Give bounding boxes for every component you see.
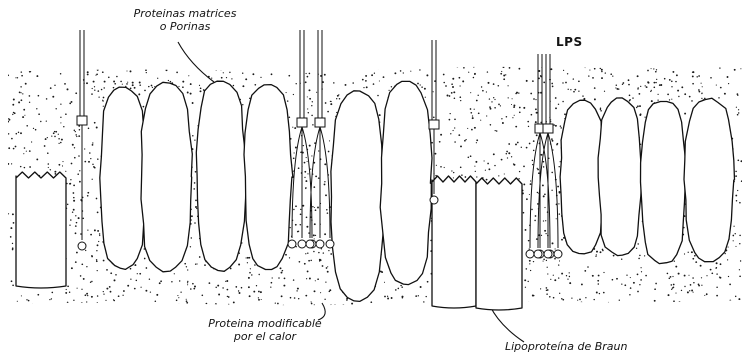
porin-barrel-1 <box>100 87 146 269</box>
porins-label-line1: Proteinas matrices <box>100 8 270 21</box>
lower-protein-3 <box>476 178 522 310</box>
lower-protein-1 <box>16 172 66 288</box>
porin-barrel-8 <box>598 98 642 256</box>
lps-chain-3 <box>306 30 334 248</box>
lps-label: LPS <box>556 36 583 50</box>
lps-chain-1 <box>77 30 87 250</box>
heat-modifiable-protein-label: Proteina modificable por el calor <box>165 318 365 343</box>
braun-leader-line <box>490 306 524 342</box>
porin-barrel-6 <box>380 81 432 284</box>
lower-protein-2 <box>432 176 476 308</box>
braun-lipoprotein-label: Lipoproteína de Braun <box>505 341 627 354</box>
porin-barrel-3 <box>196 81 246 271</box>
porin-barrel-2 <box>141 82 192 271</box>
lps-chain-2 <box>288 30 316 248</box>
heat-label-line2: por el calor <box>165 331 365 344</box>
porin-barrel-4 <box>244 85 293 270</box>
porins-label-line2: o Porinas <box>100 21 270 34</box>
porins-label: Proteinas matrices o Porinas <box>100 8 270 33</box>
porin-barrel-5 <box>331 91 384 302</box>
heat-label-line1: Proteina modificable <box>165 318 365 331</box>
porin-barrel-9 <box>641 102 686 264</box>
porin-barrel-7 <box>560 100 604 254</box>
porin-barrel-10 <box>684 98 735 262</box>
